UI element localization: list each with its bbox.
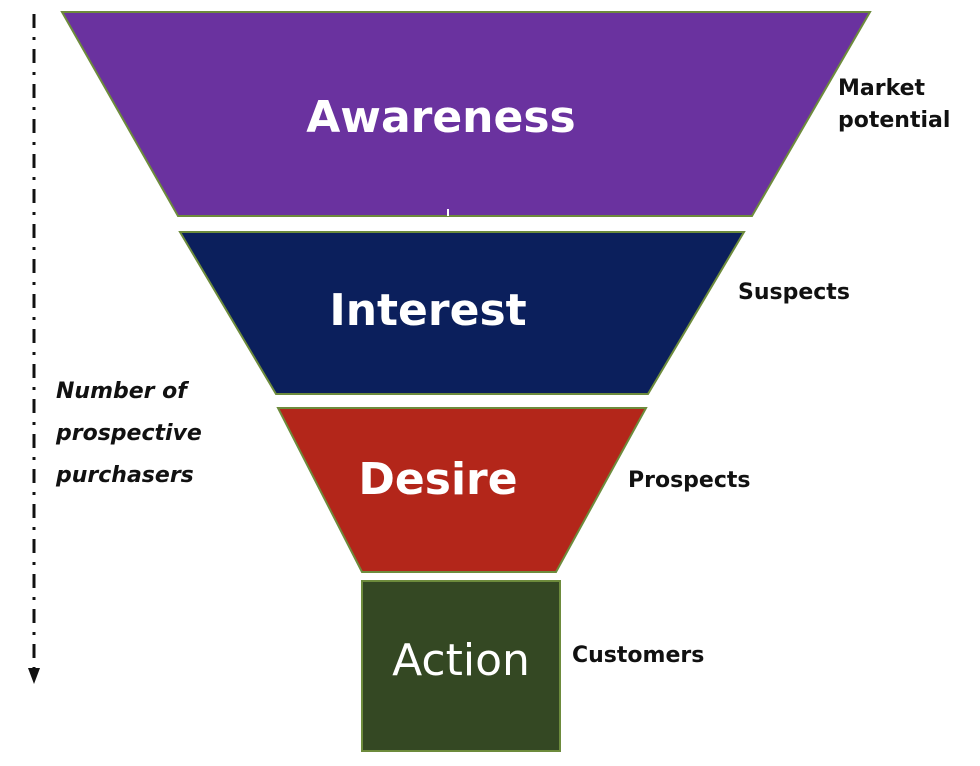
stage-desire-shape [276, 407, 648, 573]
side-label-prospects: Prospects [628, 468, 751, 493]
stage-interest-shape [178, 231, 746, 395]
stage-action-label: Action [392, 635, 530, 686]
stage-desire-label: Desire [358, 454, 517, 505]
stage-awareness-label: Awareness [306, 92, 575, 143]
stage-action-shape [361, 580, 561, 752]
side-label-customers: Customers [572, 643, 705, 668]
stage-awareness-shape [60, 11, 872, 217]
side-label-market-potential: Market potential [838, 76, 951, 133]
axis-label: Number of prospective purchasers [56, 379, 202, 488]
side-label-suspects: Suspects [738, 280, 850, 305]
axis-arrow-icon [28, 668, 40, 684]
stage-interest-label: Interest [329, 285, 526, 336]
